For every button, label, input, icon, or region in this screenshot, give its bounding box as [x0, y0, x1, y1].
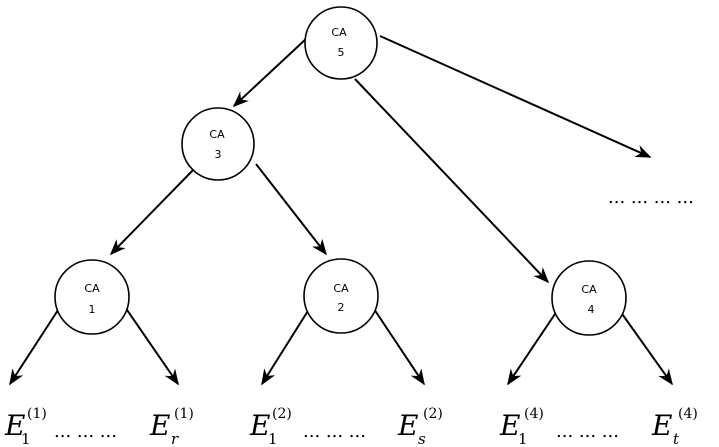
- node-ca4-label-top: CA: [581, 283, 597, 296]
- node-ca4-label-bottom: 4: [588, 303, 595, 316]
- edge-ca1-leaf-last: [124, 306, 179, 386]
- edge-ca2-leaf-first: [261, 305, 312, 386]
- leaf-group-1-last-sub: r: [171, 430, 179, 447]
- leaf-group-1-last-symbol: E: [149, 409, 170, 442]
- leaf-group-3-first-sup: (4): [524, 406, 544, 422]
- node-ca1-label-bottom: 1: [89, 303, 96, 316]
- leaf-group-1-first-symbol: E: [4, 409, 25, 442]
- edge-ca5-ca3: [232, 37, 308, 108]
- leaf-group-3-last-symbol: E: [651, 409, 672, 442]
- leaf-group-1-dots: ... ... ...: [54, 421, 117, 442]
- node-ca5-label-bottom: 5: [338, 46, 345, 59]
- leaf-group-1-last-sup: (1): [174, 406, 194, 422]
- node-ca1-label-top: CA: [84, 282, 100, 295]
- node-ca3: CA 3: [181, 107, 255, 181]
- node-ca3-label-top: CA: [209, 128, 225, 141]
- edge-ca2-leaf-last: [371, 305, 425, 386]
- leaf-group-1-first-sub: 1: [21, 430, 31, 447]
- node-ca1: CA 1: [54, 259, 130, 335]
- leaf-group-3-last-sup: (4): [678, 406, 698, 422]
- leaf-group-2-first-sub: 1: [268, 430, 278, 447]
- edge-ca4-leaf-first: [507, 310, 558, 386]
- leaf-group-3-first-sub: 1: [518, 430, 528, 447]
- edge-ca3-ca2: [255, 163, 327, 256]
- leaf-group-3-last-sub: t: [673, 430, 680, 447]
- node-ca5: CA 5: [304, 6, 378, 80]
- node-ca2-label-bottom: 2: [338, 301, 345, 314]
- edge-ca5-ca4: [354, 78, 550, 284]
- leaf-group-2-last-sub: s: [418, 430, 426, 447]
- edges: [9, 35, 673, 386]
- leaf-group-2-last-sup: (2): [423, 406, 443, 422]
- leaf-group-1-first-sup: (1): [27, 406, 47, 422]
- node-ca3-label-bottom: 3: [215, 148, 222, 161]
- leaf-group-2: E 1 (2) ... ... ... E s (2): [249, 406, 443, 447]
- leaf-group-2-first-sup: (2): [272, 406, 292, 422]
- edge-ca1-leaf-first: [9, 306, 61, 386]
- leaf-group-2-first-symbol: E: [249, 409, 270, 442]
- node-ca5-label-top: CA: [331, 26, 347, 39]
- leaf-group-3-first-symbol: E: [499, 409, 520, 442]
- leaf-group-1: E 1 (1) ... ... ... E r (1): [4, 406, 194, 447]
- node-ca2: CA 2: [303, 258, 379, 334]
- edge-ca3-ca1: [109, 165, 198, 256]
- continuation-dots: ... ... ... ...: [608, 187, 694, 208]
- leaf-group-3-dots: ... ... ...: [556, 421, 619, 442]
- leaf-group-3: E 1 (4) ... ... ... E t (4): [499, 406, 698, 447]
- node-ca2-label-top: CA: [333, 282, 349, 295]
- edge-ca5-continuation: [379, 35, 652, 158]
- leaf-group-2-last-symbol: E: [397, 409, 418, 442]
- leaf-group-2-dots: ... ... ...: [303, 421, 366, 442]
- edge-ca4-leaf-last: [619, 310, 673, 386]
- node-ca4: CA 4: [551, 260, 627, 336]
